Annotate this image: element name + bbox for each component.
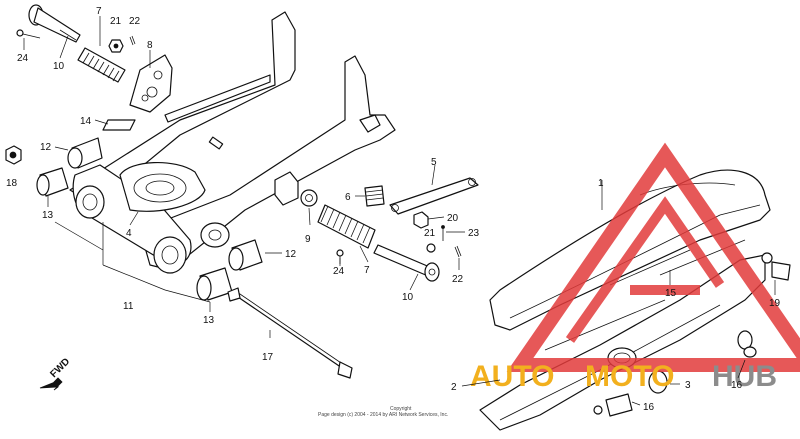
callout-10b: 10 bbox=[402, 292, 414, 303]
callout-9: 9 bbox=[305, 234, 311, 245]
fwd-arrow-icon bbox=[39, 377, 63, 391]
callout-14: 14 bbox=[80, 116, 92, 127]
callout-24a: 24 bbox=[17, 53, 29, 64]
callout-2: 2 bbox=[451, 382, 457, 393]
pin-right bbox=[441, 225, 445, 241]
callout-18: 18 bbox=[6, 178, 18, 189]
fwd-indicator: FWD bbox=[39, 356, 72, 391]
watermark-auto: AUTO bbox=[470, 360, 554, 393]
bushing-right bbox=[228, 239, 263, 271]
callout-5: 5 bbox=[431, 157, 437, 168]
nut-small-right bbox=[426, 243, 436, 253]
bushing-left bbox=[67, 137, 103, 169]
callout-23: 23 bbox=[468, 228, 480, 239]
nut-right bbox=[413, 211, 429, 229]
callout-22b: 22 bbox=[452, 274, 464, 285]
grommet-right bbox=[737, 330, 757, 358]
nut-left bbox=[5, 145, 22, 165]
callout-labels: 1 2 3 4 5 6 7 7 8 9 10 10 11 12 12 13 13… bbox=[6, 6, 781, 413]
leader-lines bbox=[23, 16, 776, 406]
callout-8: 8 bbox=[147, 40, 153, 51]
copyright-line-2: Page design (c) 2004 - 2014 by ARI Netwo… bbox=[318, 412, 448, 418]
callout-21b: 21 bbox=[424, 228, 436, 239]
bushing-lower-right bbox=[196, 267, 233, 301]
callout-7b: 7 bbox=[364, 265, 370, 276]
callout-20: 20 bbox=[447, 213, 459, 224]
callout-1: 1 bbox=[598, 178, 604, 189]
pivot-pin-top bbox=[28, 4, 81, 43]
bolt-top-left bbox=[16, 29, 41, 39]
callout-7a: 7 bbox=[96, 6, 102, 17]
bolt-right bbox=[761, 252, 791, 281]
cotter-pin-top bbox=[129, 35, 136, 46]
callout-13b: 13 bbox=[203, 315, 215, 326]
callout-16b: 16 bbox=[643, 402, 655, 413]
callout-22a: 22 bbox=[129, 16, 141, 27]
callout-15: 15 bbox=[665, 288, 677, 299]
callout-6: 6 bbox=[345, 192, 351, 203]
copyright-line-1: Copyright bbox=[390, 406, 412, 412]
callout-19: 19 bbox=[769, 298, 781, 309]
spring-small bbox=[364, 185, 385, 207]
copyright-notice: Copyright Page design (c) 2004 - 2014 by… bbox=[318, 406, 448, 418]
callout-17: 17 bbox=[262, 352, 274, 363]
nut-top bbox=[108, 39, 124, 53]
callout-12b: 12 bbox=[285, 249, 297, 260]
callout-3: 3 bbox=[685, 380, 691, 391]
callout-16a: 16 bbox=[731, 380, 743, 391]
watermark-moto: MOTO bbox=[585, 360, 674, 393]
callout-10a: 10 bbox=[53, 61, 65, 72]
fwd-label: FWD bbox=[48, 356, 72, 380]
spring-top bbox=[77, 47, 126, 83]
chain-guide-plate bbox=[129, 54, 173, 113]
callout-11: 11 bbox=[123, 301, 134, 312]
watermark-logo bbox=[506, 142, 800, 372]
callout-21a: 21 bbox=[110, 16, 122, 27]
callout-24b: 24 bbox=[333, 266, 345, 277]
callout-4: 4 bbox=[126, 228, 132, 239]
pivot-bolt bbox=[227, 287, 353, 379]
bushing-lower-left bbox=[36, 167, 69, 197]
bolt-bottom bbox=[593, 393, 633, 417]
cotter-pin-right bbox=[454, 245, 462, 258]
watermark-hub: HUB bbox=[712, 360, 777, 393]
pivot-pin-lower bbox=[373, 244, 440, 282]
spring-middle bbox=[317, 204, 376, 249]
callout-13a: 13 bbox=[42, 210, 54, 221]
watermark-text: AUTO MOTO HUB bbox=[470, 360, 777, 393]
label-plate bbox=[102, 119, 136, 131]
callout-12a: 12 bbox=[40, 142, 52, 153]
washer bbox=[300, 189, 318, 207]
brake-rod bbox=[389, 177, 479, 215]
swingarm-assembly bbox=[69, 11, 396, 274]
